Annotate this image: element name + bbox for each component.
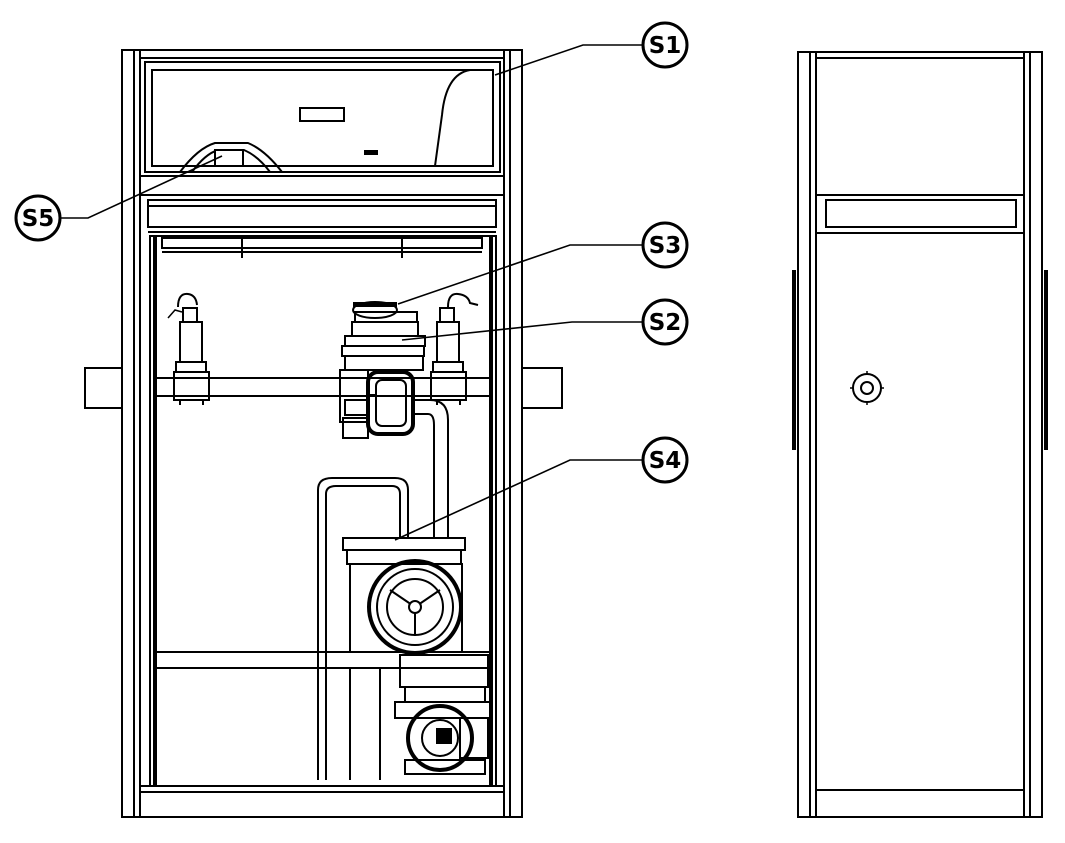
blower-assembly xyxy=(342,537,466,655)
front-view xyxy=(84,49,563,818)
right-solenoid-valve xyxy=(430,292,479,405)
display-slot xyxy=(299,107,345,122)
left-pipe-stub xyxy=(84,367,123,409)
valve-body xyxy=(366,370,415,436)
horizontal-pipe xyxy=(84,367,563,409)
callout-s3: S3 xyxy=(397,221,689,305)
s5-hump xyxy=(179,142,283,173)
blower-flange xyxy=(342,537,466,551)
front-left-post xyxy=(121,49,141,818)
panel-button xyxy=(364,150,378,155)
top-panel-frame xyxy=(144,61,501,173)
callout-s2: S2 xyxy=(401,298,689,346)
lock-icon xyxy=(850,371,884,405)
bypass-tube xyxy=(317,477,409,780)
gas-valve-assembly xyxy=(339,301,426,439)
side-outer-frame xyxy=(797,51,1043,818)
callout-s5-label: S5 xyxy=(22,206,55,232)
callout-s3-label: S3 xyxy=(649,233,682,259)
connecting-pipe xyxy=(413,399,449,538)
callout-s4-label: S4 xyxy=(649,448,682,474)
callout-s1-label: S1 xyxy=(649,33,682,59)
callout-s2-label: S2 xyxy=(649,310,682,336)
callout-s4: S4 xyxy=(394,436,689,541)
callout-s5: S5 xyxy=(14,155,223,242)
callout-s1: S1 xyxy=(494,21,689,76)
right-pipe-stub xyxy=(521,367,563,409)
front-right-post xyxy=(503,49,523,818)
side-louver-bar xyxy=(825,199,1017,228)
inner-cavity xyxy=(149,235,497,787)
top-panel xyxy=(144,61,501,173)
left-solenoid-valve xyxy=(167,292,210,405)
louver-bar xyxy=(147,199,497,228)
side-view xyxy=(792,51,1048,818)
pump-motor xyxy=(394,654,491,775)
